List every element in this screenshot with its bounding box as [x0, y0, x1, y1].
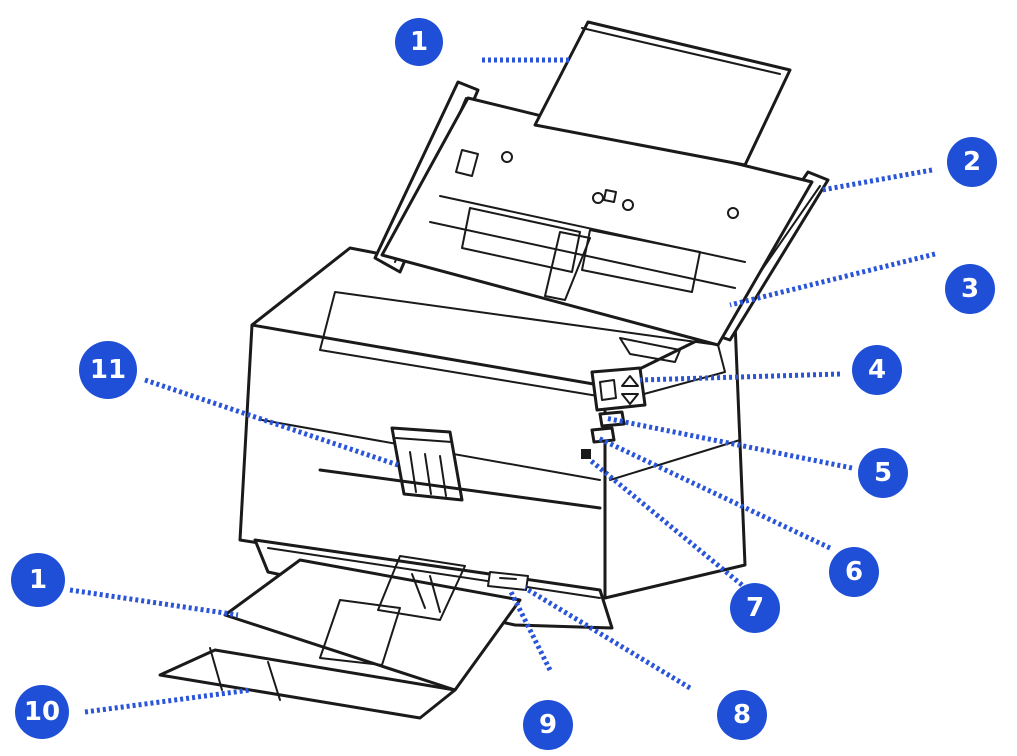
- front-cover: [319, 291, 726, 401]
- leader-line-6: [596, 435, 832, 551]
- callout-5: 5: [858, 448, 908, 498]
- scan-button: [598, 410, 626, 428]
- callout-3: 3: [945, 264, 995, 314]
- scanner-illustration: [158, 20, 830, 720]
- callout-label: 3: [961, 274, 979, 304]
- output-tray-stopper: [158, 648, 457, 720]
- callout-label: 4: [868, 355, 886, 385]
- callout-9: 9: [523, 700, 573, 750]
- leader-line-1-bottom: [69, 587, 239, 618]
- callout-1-bottom: 1: [11, 553, 65, 607]
- paper-tray-extension-top: [533, 20, 792, 167]
- callout-6: 6: [829, 547, 879, 597]
- callout-8: 8: [717, 690, 767, 740]
- callout-badges: 1 2 3 4 5 6 7 8: [11, 18, 997, 750]
- callout-label: 5: [874, 458, 892, 488]
- callout-label: 1: [29, 565, 47, 595]
- callout-10: 10: [15, 685, 69, 739]
- callout-11: 11: [79, 341, 137, 399]
- leader-line-2: [821, 167, 933, 193]
- callout-label: 10: [24, 697, 60, 727]
- leader-line-5: [604, 415, 853, 471]
- leader-line-11: [144, 377, 399, 468]
- callout-label: 1: [410, 27, 428, 57]
- callout-1-top: 1: [395, 18, 443, 66]
- callout-label: 2: [963, 147, 981, 177]
- leader-line-8: [523, 585, 692, 691]
- callout-4: 4: [852, 345, 902, 395]
- leader-lines: [69, 57, 936, 715]
- callout-2: 2: [947, 137, 997, 187]
- power-button: [590, 426, 616, 444]
- callout-label: 9: [539, 710, 557, 740]
- tray-release-lever: [487, 571, 529, 591]
- callout-label: 11: [90, 355, 126, 385]
- callout-7: 7: [730, 583, 780, 633]
- callout-label: 7: [746, 593, 764, 623]
- leader-line-3: [729, 251, 936, 308]
- callout-label: 6: [845, 557, 863, 587]
- leader-line-10: [84, 687, 251, 715]
- power-led: [581, 449, 591, 459]
- adf-feed-tray: [380, 96, 814, 347]
- leader-line-7: [588, 458, 744, 587]
- callout-label: 8: [733, 700, 751, 730]
- leader-line-9: [507, 588, 553, 672]
